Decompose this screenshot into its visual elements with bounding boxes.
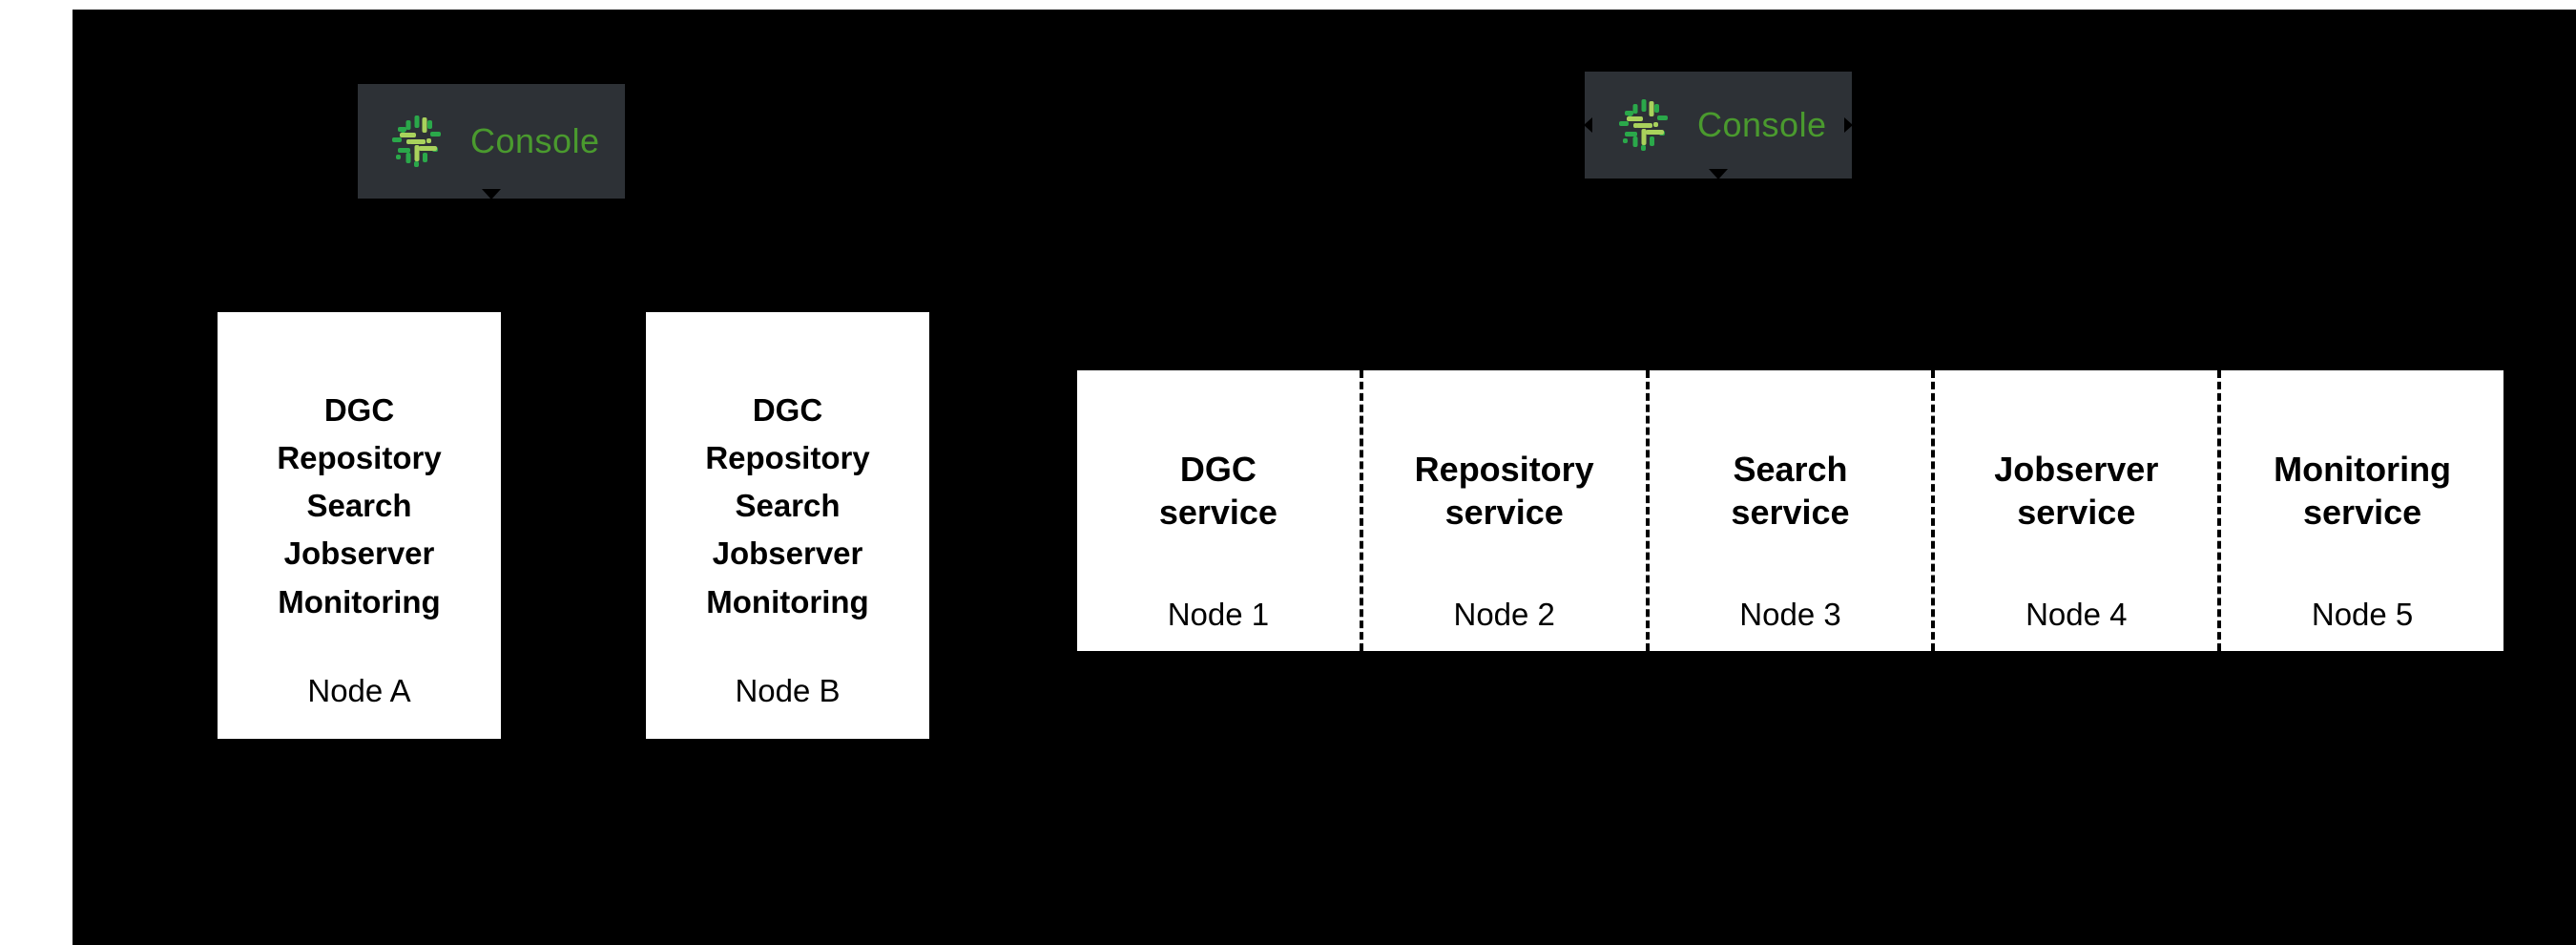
service-title: Repository service xyxy=(1415,449,1594,534)
console-label: Console xyxy=(470,121,600,160)
node-label: Node A xyxy=(307,673,411,708)
service-column-search[interactable]: Search service Node 3 xyxy=(1645,370,1932,651)
service-item: Jobserver xyxy=(283,536,435,572)
service-title-line2: service xyxy=(1444,492,1564,532)
service-title-line1: Jobserver xyxy=(1994,450,2159,489)
service-item: Search xyxy=(306,488,412,524)
service-column-monitoring[interactable]: Monitoring service Node 5 xyxy=(2217,370,2503,651)
collibra-console-icon xyxy=(384,109,449,174)
service-column-dgc[interactable]: DGC service Node 1 xyxy=(1077,370,1360,651)
service-title: Monitoring service xyxy=(2274,449,2451,534)
node-box-b[interactable]: DGC Repository Search Jobserver Monitori… xyxy=(646,312,929,739)
service-panel: DGC service Node 1 Repository service No… xyxy=(1077,370,2503,651)
service-item: Repository xyxy=(705,440,870,476)
service-list: DGC Repository Search Jobserver Monitori… xyxy=(705,387,869,626)
service-list: DGC Repository Search Jobserver Monitori… xyxy=(277,387,441,626)
node-label: Node 3 xyxy=(1739,597,1841,632)
connector-arrow-left-icon xyxy=(1584,117,1592,133)
service-title-line1: Search xyxy=(1733,450,1848,489)
service-item: Monitoring xyxy=(278,583,441,620)
service-title-line2: service xyxy=(2303,492,2422,532)
service-column-jobserver[interactable]: Jobserver service Node 4 xyxy=(1931,370,2217,651)
service-column-repository[interactable]: Repository service Node 2 xyxy=(1359,370,1646,651)
node-label: Node 1 xyxy=(1167,597,1270,632)
connector-arrow-down-icon xyxy=(1709,169,1728,179)
console-label: Console xyxy=(1697,105,1827,144)
node-label: Node 5 xyxy=(2311,597,2414,632)
service-item: Jobserver xyxy=(712,536,863,572)
service-title-line1: Monitoring xyxy=(2274,450,2452,489)
node-label: Node 4 xyxy=(2025,597,2128,632)
service-title: Jobserver service xyxy=(1994,449,2158,534)
service-item: DGC xyxy=(323,392,395,428)
node-label: Node 2 xyxy=(1453,597,1555,632)
service-title-line2: service xyxy=(1158,492,1278,532)
service-title-line1: DGC xyxy=(1179,450,1257,489)
service-title-line2: service xyxy=(1731,492,1850,532)
connector-arrow-down-icon xyxy=(482,189,501,200)
service-title: Search service xyxy=(1731,449,1849,534)
service-item: Search xyxy=(735,488,841,524)
connector-arrow-right-icon xyxy=(1844,117,1853,133)
node-box-a[interactable]: DGC Repository Search Jobserver Monitori… xyxy=(218,312,501,739)
node-label: Node B xyxy=(735,673,841,708)
service-title-line1: Repository xyxy=(1414,450,1594,489)
service-item: DGC xyxy=(752,392,823,428)
collibra-console-icon xyxy=(1611,93,1676,158)
service-item: Repository xyxy=(277,440,442,476)
console-badge-right[interactable]: Console xyxy=(1584,72,1853,179)
console-badge-left[interactable]: Console xyxy=(358,84,625,200)
service-title: DGC service xyxy=(1159,449,1278,534)
diagram-canvas: Console xyxy=(73,10,2576,945)
service-item: Monitoring xyxy=(706,583,869,620)
service-title-line2: service xyxy=(2017,492,2136,532)
